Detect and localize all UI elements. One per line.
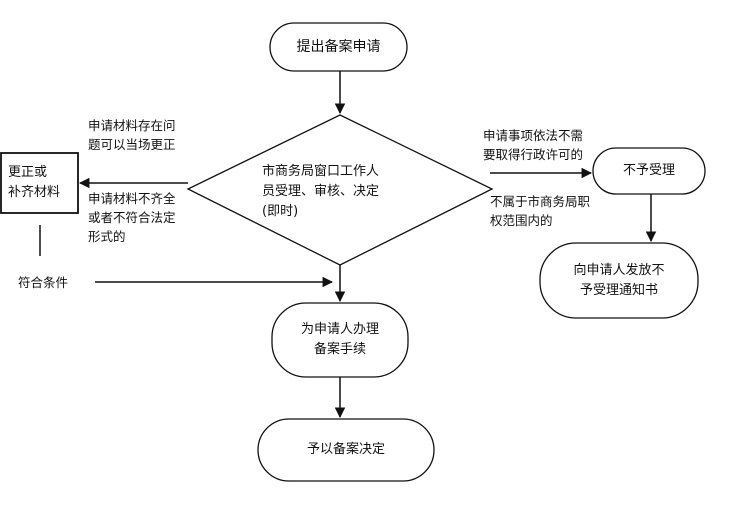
decision-node-label: 予以备案决定	[306, 442, 385, 457]
label-qualified: 符合条件	[18, 275, 69, 290]
review-node-label: 市商务局窗口工作人 员受理、审核、决定 (即时)	[262, 164, 380, 219]
process-node-label: 为申请人办理 备案手续	[300, 322, 379, 357]
notice-node	[539, 242, 699, 319]
label-fix-on-spot: 申请材料存在问 题可以当场更正	[88, 118, 176, 152]
start-node-label: 提出备案申请	[296, 39, 381, 55]
notice-node-label: 向申请人发放不 予受理通知书	[573, 263, 665, 298]
correct-materials-node	[0, 152, 79, 214]
correct-node-label: 更正或 补齐材料	[8, 165, 61, 200]
label-no-license: 申请事项依法不需 要取得行政许可的	[483, 128, 584, 162]
reject-node-label: 不予受理	[622, 163, 675, 178]
start-node	[269, 22, 408, 72]
reject-node	[592, 147, 706, 195]
label-incomplete: 申请材料不齐全 或者不符合法定 形式的	[88, 191, 176, 244]
label-out-of-scope: 不属于市商务局职 权范围内的	[490, 194, 591, 228]
decision-node	[257, 418, 435, 482]
